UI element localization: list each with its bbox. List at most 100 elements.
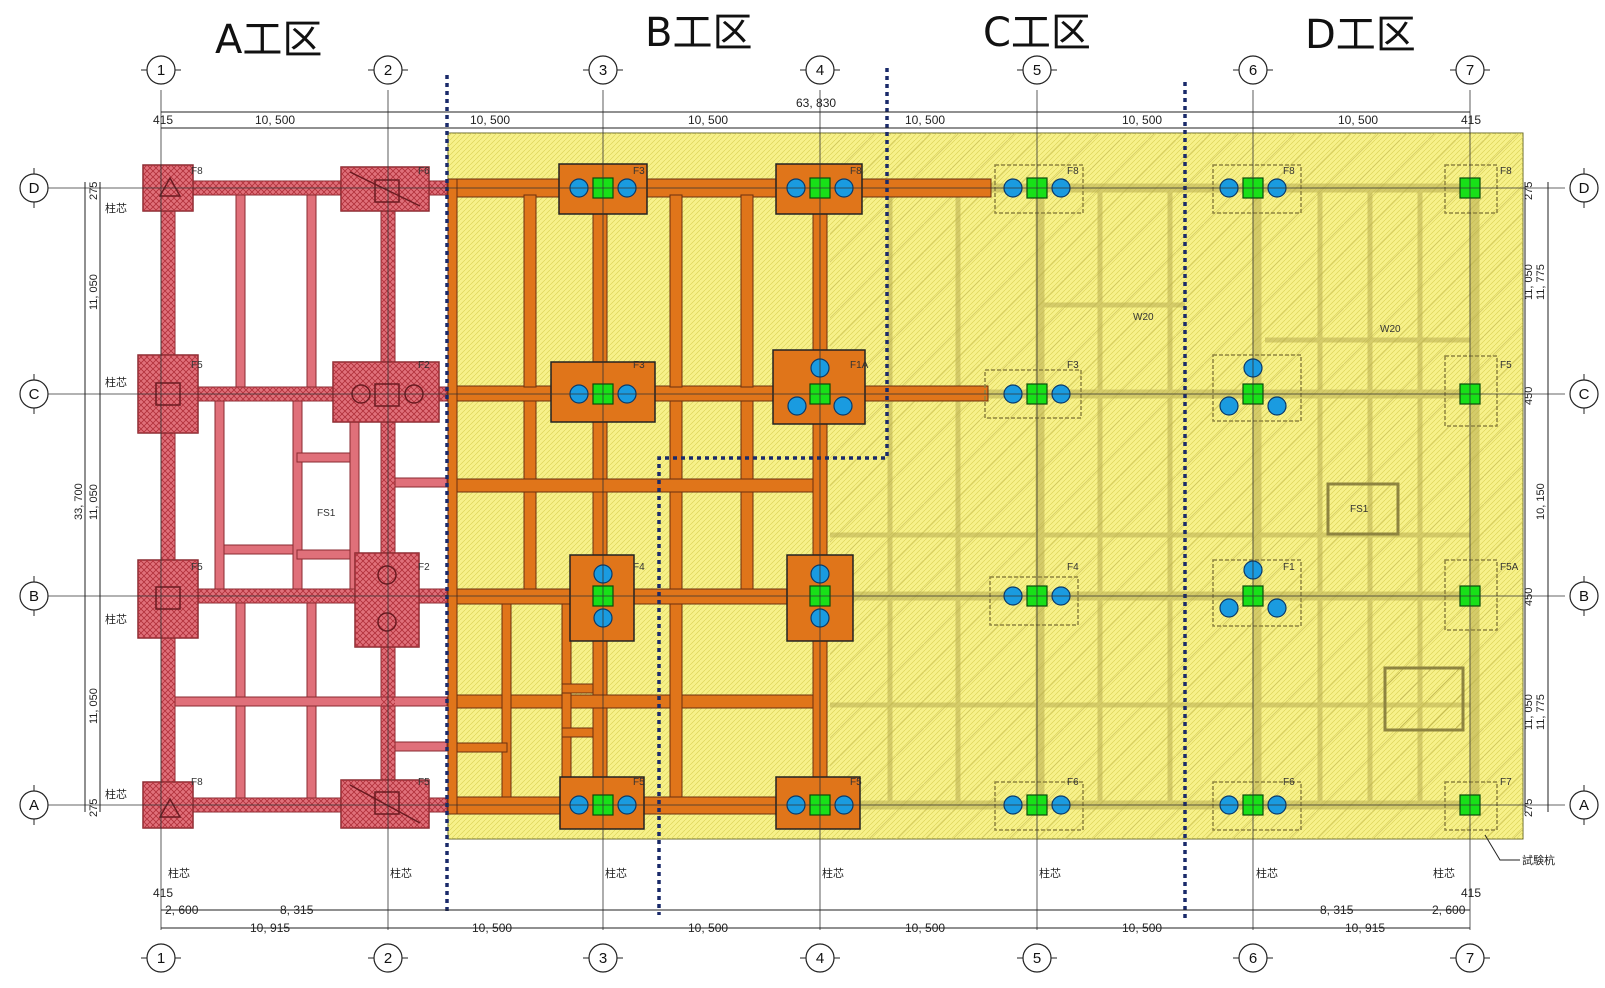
center-mark-a: 柱芯: [105, 787, 127, 801]
grid-label-row-D: D: [29, 180, 40, 197]
right-dimensions: 11, 775 10, 150 11, 775 11, 050 11, 050 …: [1523, 182, 1547, 817]
grid-bubble-col-6: 6: [1233, 943, 1273, 973]
grid-label-col-5: 5: [1033, 62, 1041, 79]
grid-bubble-row-C: C: [1569, 374, 1599, 414]
footing-tags: F8F5F5F8F6F2F2F5F3F3F4F5F8F1AF5F8F3F4F6F…: [191, 166, 1519, 788]
grid-bubble-row-A: A: [1569, 785, 1599, 825]
grid-label-row-C: C: [1579, 386, 1590, 403]
grid-label-row-B: B: [29, 588, 39, 605]
grid-bubble-row-D: D: [1569, 168, 1599, 208]
center-marks-bottom: 柱芯 柱芯 柱芯 柱芯 柱芯 柱芯 柱芯: [168, 866, 1455, 880]
zone-boundaries: [445, 68, 1187, 920]
footing-tag-5a: F6: [1067, 777, 1079, 788]
bottom-mark-1: 柱芯: [168, 866, 190, 880]
dim-bottom-right-sub-2: 2, 600: [1432, 903, 1466, 917]
dim-bottom-right-total: 10, 915: [1345, 921, 1385, 935]
test-pile-label: 試験杭: [1522, 853, 1555, 867]
dim-left-total: 33, 700: [73, 483, 85, 520]
zone-label-c: C工区: [983, 10, 1091, 56]
grid-bubble-col-1: 1: [141, 943, 181, 973]
footing-tag-2c: F2: [418, 360, 430, 371]
dim-bottom-edge-left: 415: [153, 886, 173, 900]
center-mark-d: 柱芯: [105, 201, 127, 215]
dim-right-small-1: 275: [1523, 182, 1535, 200]
dim-right-small-3: 450: [1523, 588, 1535, 606]
grid-label-col-2: 2: [384, 950, 392, 967]
dim-right-inner-1: 11, 050: [1523, 264, 1535, 300]
zone-a-beams: [160, 180, 448, 813]
footing-tag-7c: F5: [1500, 360, 1512, 371]
dim-bottom-left-sub-2: 8, 315: [280, 903, 314, 917]
grid-label-col-7: 7: [1466, 950, 1474, 967]
dim-right-small-4: 275: [1523, 799, 1535, 817]
footing-tag-7d: F8: [1500, 166, 1512, 177]
grid-label-row-A: A: [29, 797, 39, 814]
grid-label-row-A: A: [1579, 797, 1589, 814]
grid-bubble-col-3: 3: [583, 943, 623, 973]
pile-6c-2: [1219, 396, 1239, 416]
zone-label-d: D工区: [1305, 12, 1416, 58]
zone-a-footing-marks: [155, 171, 424, 824]
dim-bottom-left-total: 10, 915: [250, 921, 290, 935]
grid-bubble-col-7: 7: [1450, 943, 1490, 973]
grid-label-row-B: B: [1579, 588, 1589, 605]
bottom-dimensions: 415 2, 600 8, 315 10, 915 10, 500 10, 50…: [153, 886, 1481, 935]
dim-top-span-5: 10, 500: [1122, 113, 1162, 127]
grid-label-col-4: 4: [816, 62, 824, 79]
footing-tag-7a: F7: [1500, 777, 1512, 788]
grid-label-col-7: 7: [1466, 62, 1474, 79]
footing-tag-5d: F8: [1067, 166, 1079, 177]
zone-label-b: B工区: [645, 10, 752, 56]
dim-right-outer-3: 11, 775: [1535, 694, 1547, 730]
dim-right-small-2: 450: [1523, 387, 1535, 405]
bottom-mark-7: 柱芯: [1433, 866, 1455, 880]
fs1-slab-right: [1326, 482, 1400, 536]
grid-label-row-D: D: [1579, 180, 1590, 197]
dim-top-edge-left: 415: [153, 113, 173, 127]
center-mark-c: 柱芯: [105, 375, 127, 389]
footing-tag-1d: F8: [191, 166, 203, 177]
slab-label-fs1-right: FS1: [1350, 504, 1369, 515]
dim-bottom-mid-2: 10, 500: [688, 921, 728, 935]
dim-bottom-left-sub-1: 2, 600: [165, 903, 199, 917]
footing-tag-7b: F5A: [1500, 562, 1519, 573]
bottom-mark-2: 柱芯: [390, 866, 412, 880]
grid-bubble-col-4: 4: [800, 55, 840, 85]
dim-top-span-4: 10, 500: [905, 113, 945, 127]
footing-tag-4d: F8: [850, 166, 862, 177]
footing-tag-1a: F8: [191, 777, 203, 788]
grid-label-col-6: 6: [1249, 62, 1257, 79]
grid-bubble-row-B: B: [19, 576, 49, 616]
grid-label-row-C: C: [29, 386, 40, 403]
footing-tag-3a: F5: [633, 777, 645, 788]
grid-bubble-col-7: 7: [1450, 55, 1490, 85]
grid-label-col-5: 5: [1033, 950, 1041, 967]
grid-label-col-6: 6: [1249, 950, 1257, 967]
bottom-mark-4: 柱芯: [822, 866, 844, 880]
footing-tag-1c: F5: [191, 360, 203, 371]
grid-label-col-3: 3: [599, 62, 607, 79]
dim-top-span-6: 10, 500: [1338, 113, 1378, 127]
top-dimensions: 63, 830 415 10, 500 10, 500 10, 500 10, …: [153, 96, 1481, 127]
dim-top-span-1: 10, 500: [255, 113, 295, 127]
left-dimensions: 33, 700 11, 050 11, 050 11, 050 275 275: [73, 182, 100, 817]
hatched-pit: [1383, 666, 1465, 732]
zone-a-beams-hatch: [161, 181, 447, 812]
bottom-mark-6: 柱芯: [1256, 866, 1278, 880]
grid-bubble-col-5: 5: [1017, 55, 1057, 85]
dim-top-edge-right: 415: [1461, 113, 1481, 127]
grid-bubble-col-6: 6: [1233, 55, 1273, 85]
dim-left-edge-bottom: 275: [88, 799, 100, 817]
grid-bubble-col-2: 2: [368, 55, 408, 85]
bottom-mark-5: 柱芯: [1039, 866, 1061, 880]
grid-bubble-row-A: A: [19, 785, 49, 825]
pile-6b-2: [1219, 598, 1239, 618]
footing-tag-5b: F4: [1067, 562, 1079, 573]
footing-tag-2d: F6: [418, 166, 430, 177]
grid-label-col-1: 1: [157, 950, 165, 967]
grid-bubble-row-B: B: [1569, 576, 1599, 616]
slab-label-fs1: FS1: [317, 508, 336, 519]
footing-tag-3b: F4: [633, 562, 645, 573]
